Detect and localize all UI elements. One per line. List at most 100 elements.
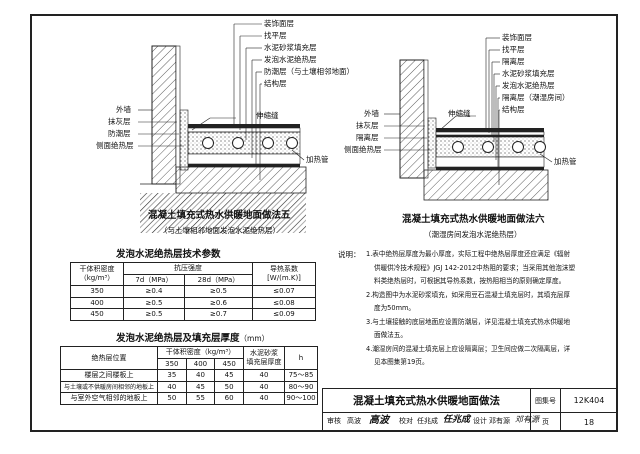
table2-cell: 50 (214, 380, 244, 393)
note-line: 1.表中绝热层厚度为最小厚度，实际工程中绝热层厚度还应满足《辐射 (366, 250, 571, 258)
d5-side-2: 抹灰层 (108, 117, 131, 126)
table2-header-fill: 水泥砂浆填充层厚度 (243, 346, 285, 370)
table1-cell: ≤0.09 (252, 308, 316, 321)
d5-side-3: 防潮层 (108, 129, 131, 138)
table1-cell: ≥0.5 (123, 296, 185, 309)
note-line: 面做法五。 (374, 331, 407, 339)
notes-text: 1.表中绝热层厚度为最小厚度，实际工程中绝热层厚度还应满足《辐射 供暖供冷技术规… (366, 248, 575, 370)
table2-cell: 90～100 (284, 392, 318, 405)
table2-header-h: h (284, 346, 318, 370)
table1-cell: 400 (70, 296, 124, 309)
table2-header-position: 绝热层位置 (60, 346, 158, 370)
table2-cell: 55 (185, 392, 216, 405)
d5-expansion-joint: 伸缩缝 (256, 111, 279, 120)
table2-cell: 40 (185, 369, 216, 382)
table2-density-350: 350 (157, 357, 187, 370)
table2-header-density: 干体积密度（kg/m³） (157, 346, 244, 359)
d5-layer-5: 防潮层（与土壤相邻地面） (264, 67, 354, 76)
title-block-atlas-no: 12K404 (561, 389, 617, 413)
d5-layer-1: 装饰面层 (264, 19, 294, 28)
d5-side-4: 侧面绝热层 (96, 141, 134, 150)
table2-cell: 40 (243, 392, 285, 405)
d6-layer-2: 找平层 (502, 45, 525, 54)
table2-density-400: 400 (185, 357, 216, 370)
designer-name: 邓有源 (489, 417, 510, 425)
check-label: 校对 (399, 417, 413, 425)
table2-title: 发泡水泥绝热层及填充层厚度（mm） (116, 333, 270, 344)
table1-cell: ≥0.7 (183, 308, 254, 321)
table1-header-7d: 7d（MPa） (123, 273, 185, 286)
d5-layer-6: 结构层 (264, 79, 287, 88)
note-line: 度为50mm。 (374, 304, 416, 312)
d5-pipes (202, 137, 298, 149)
reviewer-name: 高波 (347, 417, 361, 425)
d6-subtitle: （潮湿房间发泡水泥绝热层） (424, 230, 522, 239)
table1-title: 发泡水泥绝热层技术参数 (116, 249, 221, 260)
note-line: 供暖供冷技术规程》JGJ 142-2012中热阻的要求；当采用其他泡沫塑 (374, 263, 576, 272)
table-row: 350 ≥0.4 ≥0.5 ≤0.07 (70, 285, 316, 298)
d6-side-1: 外墙 (364, 109, 379, 118)
d5-title: 混凝土填充式热水供暖地面做法五 (148, 210, 291, 221)
table2-cell: 60 (214, 392, 244, 405)
table1-cell: ≤0.07 (252, 285, 316, 298)
table1-cell: 350 (70, 285, 124, 298)
d6-expansion-joint: 伸缩缝 (448, 109, 471, 118)
table-row: 与土壤或不供暖房间相邻的地板上 40 45 50 40 80～90 (60, 380, 318, 393)
note-line: 3.与土壤接触的底层地面应设置防潮层，详见混凝土填充式热水供暖地 (366, 317, 571, 326)
table1-cell: ≥0.4 (123, 285, 185, 298)
table2-cell: 50 (157, 392, 187, 405)
table2-cell: 75～85 (284, 369, 318, 382)
table2-cell: 80～90 (284, 380, 318, 393)
d6-pipes (452, 141, 546, 153)
table1-header-k: 导热系数[W/(m.K)] (252, 262, 316, 286)
d6-heating-pipe: 加热管 (554, 157, 577, 166)
table-row: 400 ≥0.5 ≥0.6 ≤0.08 (70, 296, 316, 309)
note-line: 见本图集第19页。 (374, 358, 429, 366)
drawing-frame (30, 14, 618, 432)
d5-side-1: 外墙 (116, 105, 131, 114)
d6-layer-1: 装饰面层 (502, 33, 532, 42)
note-line: 2.构造图中为水泥砂浆填充，如采用豆石混凝土填充层时，其填充层厚 (366, 290, 571, 299)
table2-density-450: 450 (214, 357, 244, 370)
title-block-page-label: 页 (531, 413, 561, 431)
d6-wall (399, 59, 437, 179)
d5-heating-pipe: 加热管 (306, 155, 329, 164)
review-label: 审核 (327, 417, 341, 425)
table1-cell: ≥0.5 (123, 308, 185, 321)
title-block-main-title: 混凝土填充式热水供暖地面做法 (323, 389, 531, 413)
note-line: 4.潮湿房间的混凝土填充层上应设隔离层；卫生间应做二次隔离层，详 (366, 344, 571, 353)
table1: 干体积密度（kg/m³） 抗压强度 导热系数[W/(m.K)] 7d（MPa） … (70, 262, 316, 321)
table2-cell: 40 (243, 369, 285, 382)
d5-layer-2: 找平层 (264, 31, 287, 40)
table1-header-28d: 28d（MPa） (183, 273, 254, 286)
d5-layer-4: 发泡水泥绝热层 (264, 55, 317, 64)
title-block-page-no: 18 (583, 417, 595, 427)
d5-layer-3: 水泥砂浆填充层 (264, 43, 317, 52)
designer-signature: 邓有源 (515, 415, 539, 424)
d5-subtitle: （与土壤相邻地面发泡水泥绝热层） (160, 226, 280, 235)
table1-cell: 450 (70, 308, 124, 321)
title-block-atlas-label: 图集号 (531, 389, 561, 413)
d6-title: 混凝土填充式热水供暖地面做法六 (402, 214, 545, 225)
table1-header-strength: 抗压强度 (123, 262, 253, 275)
d6-side-4: 侧面绝热层 (344, 145, 382, 154)
table2-cell: 与土壤或不供暖房间相邻的地板上 (60, 380, 158, 393)
d6-leaders (384, 37, 553, 185)
d5-leaders (138, 23, 305, 180)
d6-layer-4: 水泥砂浆填充层 (502, 69, 555, 78)
d6-side-3: 隔离层 (356, 133, 379, 142)
table2-cell: 35 (157, 369, 187, 382)
table1-cell: ≤0.08 (252, 296, 316, 309)
title-block: 混凝土填充式热水供暖地面做法 图集号 12K404 审核 高波 高波 校对 任兆… (322, 388, 617, 431)
d6-layer-3: 隔离层 (502, 57, 525, 66)
table2-cell: 40 (243, 380, 285, 393)
checker-signature: 任兆成 (443, 415, 471, 425)
d6-layer-5: 发泡水泥绝热层 (502, 81, 555, 90)
reviewer-signature: 高波 (369, 415, 389, 426)
notes-prefix: 说明： (338, 250, 361, 259)
table1-cell: ≥0.6 (183, 296, 254, 309)
table2-cell: 40 (157, 380, 187, 393)
table2-cell: 45 (185, 380, 216, 393)
